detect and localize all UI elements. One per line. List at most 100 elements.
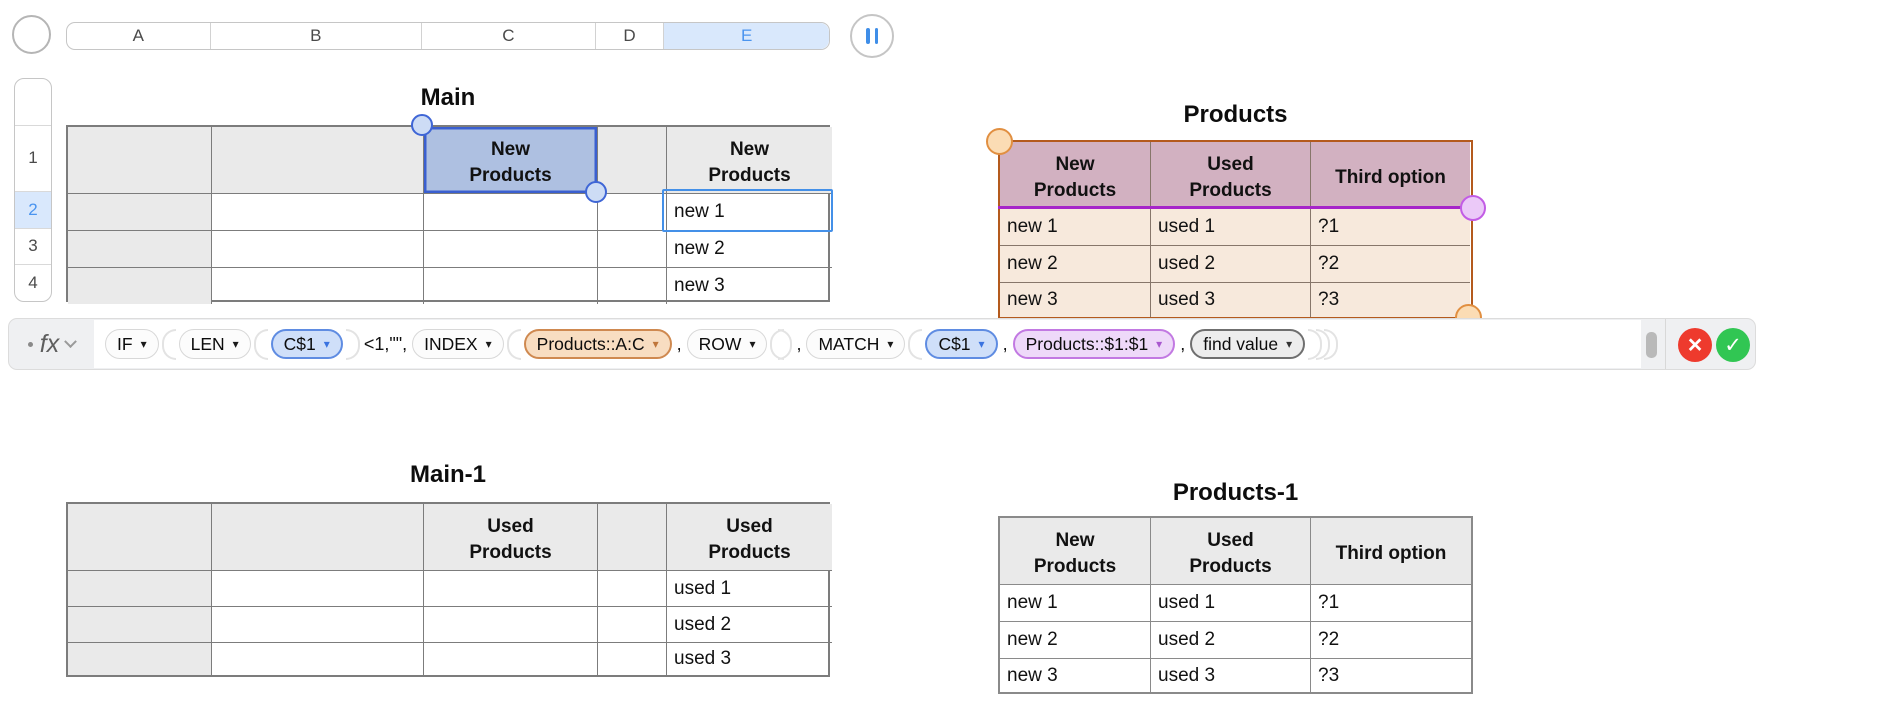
token-ref-c1[interactable]: C$1▾ xyxy=(270,329,343,359)
token-ref-c1-second[interactable]: C$1▾ xyxy=(925,329,998,359)
main1-e-header[interactable]: Used Products xyxy=(667,504,832,571)
column-header-d[interactable]: D xyxy=(596,23,665,49)
products-header-used[interactable]: Used Products xyxy=(1151,142,1311,209)
row-header-3[interactable]: 3 xyxy=(15,229,51,266)
cell-d2[interactable] xyxy=(598,194,667,231)
products1-cell[interactable]: ?1 xyxy=(1311,585,1471,622)
products-cell[interactable]: new 1 xyxy=(1000,209,1151,246)
products-cell[interactable]: used 2 xyxy=(1151,246,1311,283)
cell[interactable] xyxy=(68,643,212,675)
cell-d4[interactable] xyxy=(598,268,667,304)
token-row-function[interactable]: ROW▾ xyxy=(686,329,768,359)
cell-a2[interactable] xyxy=(68,194,212,231)
cell[interactable] xyxy=(424,571,598,607)
cell-e4[interactable]: new 3 xyxy=(674,275,725,296)
reference-range-handle-bottom[interactable] xyxy=(585,181,607,203)
products-cell[interactable]: used 1 xyxy=(1151,209,1311,246)
cell[interactable] xyxy=(212,607,424,643)
accept-formula-button[interactable]: ✓ xyxy=(1716,328,1750,362)
add-column-handle[interactable] xyxy=(850,14,894,58)
cell[interactable] xyxy=(212,504,424,571)
row-header-title-zone[interactable] xyxy=(15,79,51,126)
formula-literal: <1,"", xyxy=(363,333,408,354)
cell[interactable] xyxy=(598,643,667,675)
cell-a1[interactable] xyxy=(68,127,212,194)
formula-token-area[interactable]: IF▾ LEN▾ C$1▾ <1,"", INDEX▾ Products::A:… xyxy=(94,320,1641,368)
main1-table-title[interactable]: Main-1 xyxy=(409,461,486,488)
main1-value-cell[interactable]: used 1 xyxy=(667,571,832,607)
cell[interactable] xyxy=(68,504,212,571)
token-len-function[interactable]: LEN▾ xyxy=(178,329,251,359)
products1-cell[interactable]: ?3 xyxy=(1318,664,1340,686)
cell[interactable] xyxy=(68,607,212,643)
cell-c1-selected[interactable]: New Products xyxy=(424,127,598,194)
products-header-new[interactable]: New Products xyxy=(1000,142,1151,209)
products1-header-used[interactable]: Used Products xyxy=(1151,518,1311,585)
cell-c2[interactable] xyxy=(424,194,598,231)
cell-d1[interactable] xyxy=(598,127,667,194)
products1-cell[interactable]: used 2 xyxy=(1151,622,1311,659)
token-if-function[interactable]: IF▾ xyxy=(105,329,159,359)
cancel-formula-button[interactable]: × xyxy=(1678,328,1712,362)
column-header-a[interactable]: A xyxy=(67,23,211,49)
formula-bar-drag-handle[interactable] xyxy=(1646,332,1657,358)
token-ref-products-row1[interactable]: Products::$1:$1▾ xyxy=(1012,329,1176,359)
products1-cell[interactable]: new 2 xyxy=(1000,622,1151,659)
products1-cell[interactable]: new 3 xyxy=(1000,659,1151,692)
cell-b4[interactable] xyxy=(212,268,424,304)
token-ref-products-ac[interactable]: Products::A:C▾ xyxy=(523,329,672,359)
row-header-2-selected[interactable]: 2 xyxy=(15,191,51,229)
main1-value-cell[interactable]: used 2 xyxy=(667,607,832,643)
products1-cell[interactable]: new 1 xyxy=(1000,585,1151,622)
token-match-function[interactable]: MATCH▾ xyxy=(806,329,906,359)
cell-c3[interactable] xyxy=(424,231,598,268)
cell[interactable] xyxy=(424,607,598,643)
function-menu[interactable]: fx xyxy=(9,319,94,369)
products-header-third[interactable]: Third option xyxy=(1311,142,1470,209)
cell-a3[interactable] xyxy=(68,231,212,268)
cell[interactable] xyxy=(68,571,212,607)
token-index-function[interactable]: INDEX▾ xyxy=(412,329,504,359)
products1-header-third[interactable]: Third option xyxy=(1311,518,1471,585)
main-table-title[interactable]: Main xyxy=(420,84,476,111)
cell[interactable] xyxy=(212,643,424,675)
reference-range-handle-top[interactable] xyxy=(411,114,433,136)
column-header-c[interactable]: C xyxy=(422,23,596,49)
table-select-handle[interactable] xyxy=(12,15,51,54)
header-row-reference-handle[interactable] xyxy=(1460,195,1486,221)
main1-c-header[interactable]: Used Products xyxy=(424,504,598,571)
cell-a4[interactable] xyxy=(68,268,212,304)
products1-cell[interactable]: ?2 xyxy=(1311,622,1471,659)
cell-b2[interactable] xyxy=(212,194,424,231)
products-cell[interactable]: new 3 xyxy=(1000,283,1151,317)
cell-b1[interactable] xyxy=(212,127,424,194)
cell[interactable] xyxy=(598,571,667,607)
token-find-value-argument[interactable]: find value▾ xyxy=(1190,329,1306,359)
products1-cell[interactable]: used 1 xyxy=(1151,585,1311,622)
row-header-4[interactable]: 4 xyxy=(28,273,38,293)
products1-header-new[interactable]: New Products xyxy=(1000,518,1151,585)
main1-value-cell[interactable]: used 3 xyxy=(674,648,732,669)
products-range-handle-topleft[interactable] xyxy=(986,128,1013,155)
products1-table-title[interactable]: Products-1 xyxy=(1172,479,1299,506)
products-cell[interactable]: used 3 xyxy=(1151,283,1311,317)
products-cell[interactable]: ?3 xyxy=(1311,283,1470,317)
cell[interactable] xyxy=(424,643,598,675)
cell[interactable] xyxy=(212,571,424,607)
products-cell[interactable]: ?2 xyxy=(1311,246,1470,283)
cell-b3[interactable] xyxy=(212,231,424,268)
cell[interactable] xyxy=(598,504,667,571)
formula-bar: fx IF▾ LEN▾ C$1▾ <1,"", INDEX▾ Products:… xyxy=(8,318,1756,370)
products1-cell[interactable]: used 3 xyxy=(1151,659,1311,692)
cell-e1[interactable]: New Products xyxy=(667,127,832,194)
column-header-b[interactable]: B xyxy=(211,23,423,49)
products-table-title[interactable]: Products xyxy=(1183,101,1288,128)
cell-c4[interactable] xyxy=(424,268,598,304)
column-header-e-selected[interactable]: E xyxy=(664,23,829,49)
products-cell[interactable]: new 2 xyxy=(1000,246,1151,283)
row-header-1[interactable]: 1 xyxy=(15,126,51,192)
cell[interactable] xyxy=(598,607,667,643)
cell-e3[interactable]: new 2 xyxy=(667,231,832,268)
cell-d3[interactable] xyxy=(598,231,667,268)
products-cell[interactable]: ?1 xyxy=(1311,209,1470,246)
